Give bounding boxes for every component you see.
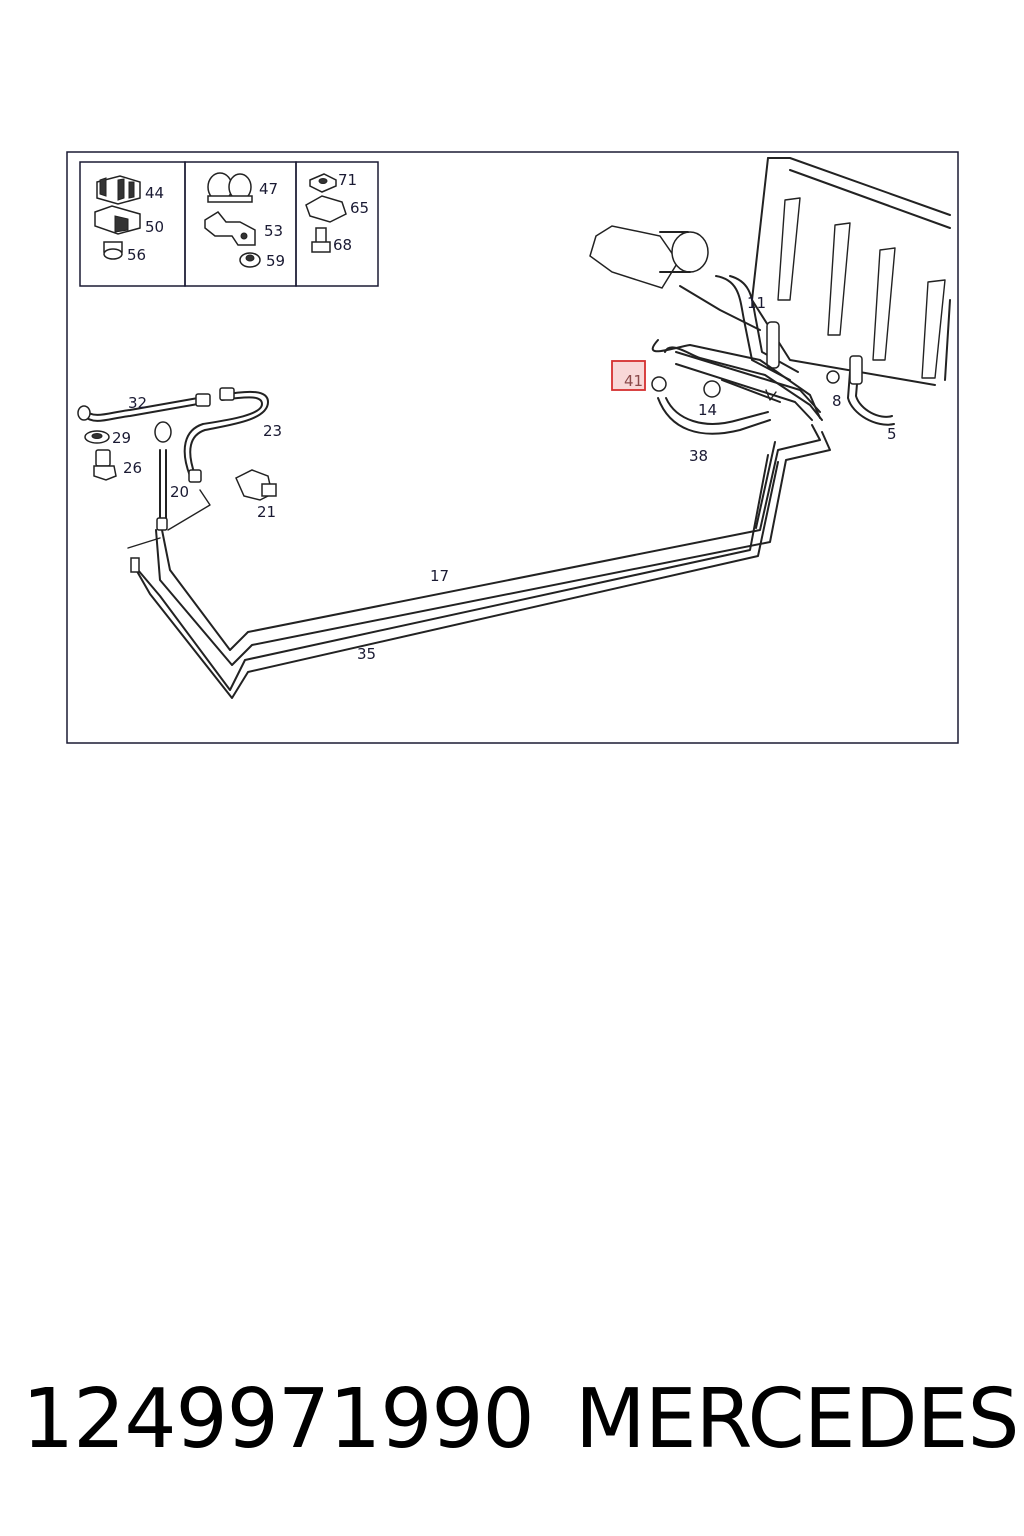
label-71: 71 bbox=[338, 171, 357, 189]
banjo-bolt-26-icon bbox=[93, 449, 117, 481]
label-50: 50 bbox=[145, 218, 164, 236]
label-35: 35 bbox=[357, 645, 376, 663]
clip-44-icon bbox=[96, 175, 141, 205]
return-lines bbox=[651, 275, 895, 435]
label-21: 21 bbox=[257, 503, 276, 521]
brand-name: MERCEDES bbox=[575, 1372, 1020, 1467]
bolt-68-icon bbox=[311, 227, 331, 253]
fuel-filter bbox=[589, 225, 761, 331]
label-44: 44 bbox=[145, 184, 164, 202]
label-14: 14 bbox=[698, 401, 717, 419]
label-11: 11 bbox=[747, 294, 766, 312]
main-fuel-lines bbox=[130, 424, 831, 699]
footer: 1249971990 MERCEDES bbox=[0, 1370, 1024, 1470]
nut-59-icon bbox=[239, 252, 261, 268]
label-68: 68 bbox=[333, 236, 352, 254]
clip-65-icon bbox=[305, 195, 347, 223]
legend-box-clips bbox=[79, 161, 379, 287]
label-47: 47 bbox=[259, 180, 278, 198]
part-number: 1249971990 bbox=[22, 1372, 535, 1467]
clamp-47-icon bbox=[207, 172, 253, 203]
label-53: 53 bbox=[264, 222, 283, 240]
label-65: 65 bbox=[350, 199, 369, 217]
nut-71-icon bbox=[309, 173, 337, 193]
bracket-53-icon bbox=[204, 211, 256, 246]
label-8: 8 bbox=[832, 392, 842, 410]
label-38: 38 bbox=[689, 447, 708, 465]
diagram-frame bbox=[66, 151, 959, 744]
washer-29-icon bbox=[84, 430, 110, 444]
label-32: 32 bbox=[128, 394, 147, 412]
screw-56-icon bbox=[103, 241, 123, 260]
label-56: 56 bbox=[127, 246, 146, 264]
label-26: 26 bbox=[123, 459, 142, 477]
label-17: 17 bbox=[430, 567, 449, 585]
front-lines bbox=[77, 387, 269, 549]
label-20: 20 bbox=[170, 483, 189, 501]
label-41: 41 bbox=[624, 372, 643, 390]
highlight-box-41 bbox=[611, 360, 646, 391]
clamp-21-icon bbox=[235, 469, 277, 501]
label-29: 29 bbox=[112, 429, 131, 447]
parts-diagram: 44 50 56 47 53 59 71 65 68 11 41 14 8 5 … bbox=[66, 151, 959, 744]
label-59: 59 bbox=[266, 252, 285, 270]
label-5: 5 bbox=[887, 425, 897, 443]
label-23: 23 bbox=[263, 422, 282, 440]
clip-50-icon bbox=[94, 205, 141, 235]
